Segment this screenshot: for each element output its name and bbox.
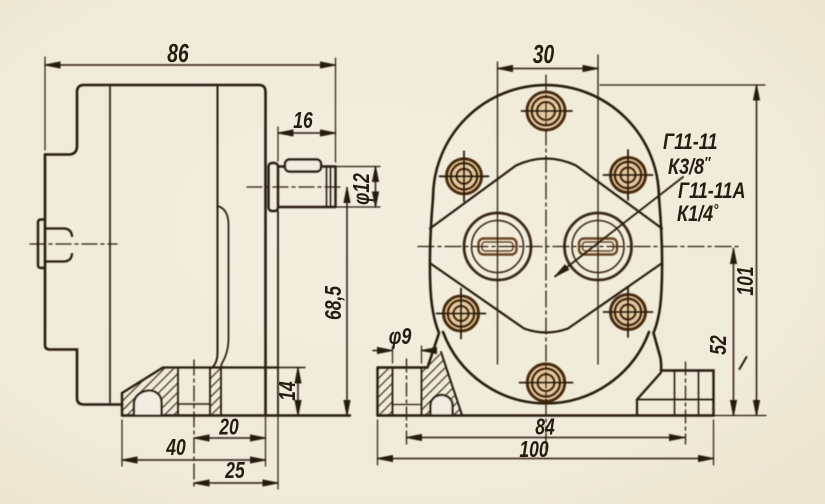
svg-text:68,5: 68,5 (322, 285, 347, 320)
svg-text:16: 16 (293, 109, 313, 134)
svg-text:100: 100 (519, 438, 549, 463)
svg-text:14: 14 (276, 381, 301, 400)
svg-text:30: 30 (533, 39, 555, 69)
svg-text:40: 40 (165, 436, 186, 461)
svg-text:К3/8″: К3/8″ (668, 155, 711, 180)
svg-text:К1/4°: К1/4° (677, 202, 719, 227)
svg-text:101: 101 (734, 266, 759, 295)
svg-text:52: 52 (707, 335, 732, 355)
svg-text:φ12: φ12 (350, 173, 375, 205)
svg-text:84: 84 (535, 415, 554, 440)
svg-text:Г11-11А: Г11-11А (678, 179, 746, 203)
svg-text:20: 20 (218, 415, 239, 440)
svg-text:Г11-11: Г11-11 (663, 130, 718, 154)
svg-text:86: 86 (167, 38, 189, 68)
svg-text:25: 25 (224, 459, 245, 484)
svg-text:φ9: φ9 (389, 324, 412, 350)
